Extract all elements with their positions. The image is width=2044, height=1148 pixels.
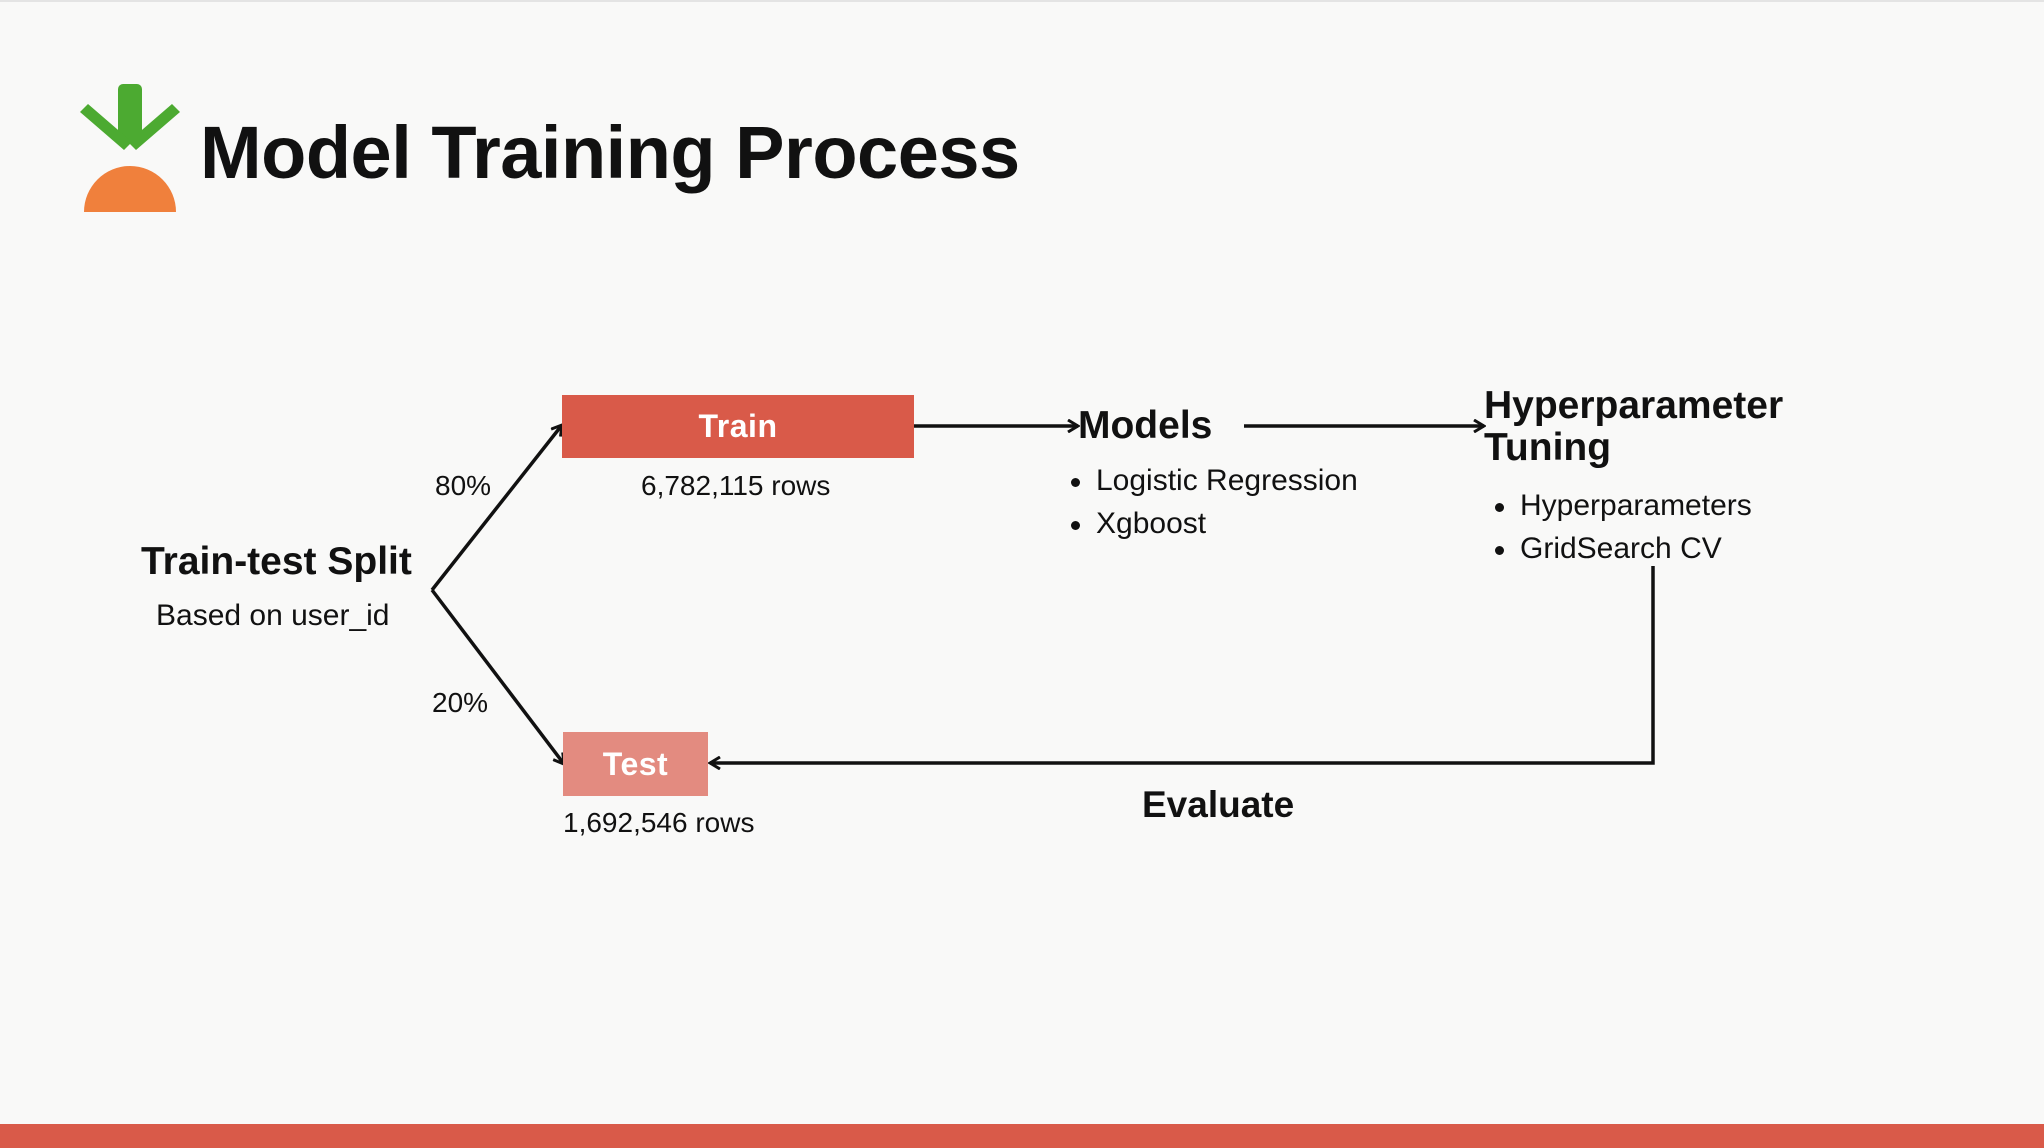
page-title: Model Training Process xyxy=(200,111,1020,194)
list-item: GridSearch CV xyxy=(1492,527,1752,570)
carrot-logo-icon xyxy=(80,84,180,212)
list-item: Logistic Regression xyxy=(1068,459,1358,502)
test-box: Test xyxy=(563,732,708,796)
models-heading: Models xyxy=(1078,404,1213,447)
train-label: Train xyxy=(698,408,778,444)
split-to-test-arrow xyxy=(430,588,564,764)
footer-accent-bar xyxy=(0,1124,2044,1148)
split-to-train-arrow xyxy=(430,425,562,592)
list-item: Hyperparameters xyxy=(1492,484,1752,527)
train-box: Train xyxy=(562,395,914,458)
split-heading: Train-test Split xyxy=(141,540,412,583)
tuning-list: Hyperparameters GridSearch CV xyxy=(1492,484,1752,570)
split-subtitle: Based on user_id xyxy=(156,599,390,632)
tuning-heading: Hyperparameter Tuning xyxy=(1484,384,1784,469)
list-item: Xgboost xyxy=(1068,502,1358,545)
test-rows: 1,692,546 rows xyxy=(563,807,755,838)
models-list: Logistic Regression Xgboost xyxy=(1068,459,1358,545)
test-percentage: 20% xyxy=(432,687,489,718)
evaluate-loop-arrow xyxy=(710,566,1655,763)
top-divider xyxy=(0,0,2044,2)
train-rows: 6,782,115 rows xyxy=(641,470,831,501)
test-label: Test xyxy=(602,745,669,782)
evaluate-label: Evaluate xyxy=(1142,784,1295,825)
train-percentage: 80% xyxy=(435,470,492,501)
